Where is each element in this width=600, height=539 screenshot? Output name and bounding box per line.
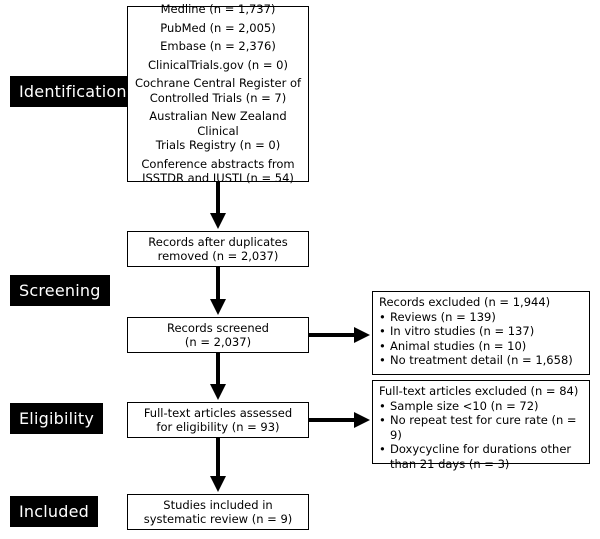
list-item: Sample size <10 (n = 72) (379, 399, 583, 414)
included-line-1: Studies included in (163, 497, 273, 512)
sources-box: Medline (n = 1,737) PubMed (n = 2,005) E… (127, 2, 309, 185)
list-item: In vitro studies (n = 137) (379, 324, 583, 339)
source-pubmed: PubMed (n = 2,005) (160, 20, 276, 35)
after-duplicates-box: Records after duplicates removed (n = 2,… (127, 231, 309, 267)
records-excluded-title: Records excluded (n = 1,944) (379, 295, 551, 309)
records-screened-line-1: Records screened (167, 320, 269, 335)
list-item: No repeat test for cure rate (n = 9) (379, 413, 583, 442)
records-screened-box: Records screened (n = 2,037) (127, 317, 309, 353)
after-duplicates-line-2: removed (n = 2,037) (157, 249, 279, 263)
fulltext-line-2: for eligibility (n = 93) (156, 420, 280, 434)
included-box: Studies included in systematic review (n… (127, 494, 309, 530)
source-medline: Medline (n = 1,737) (160, 2, 276, 17)
source-anzctr: Australian New Zealand Clinical Trials R… (149, 109, 287, 153)
included-line-2: systematic review (n = 9) (143, 512, 293, 526)
list-item: Doxycycline for durations other than 21 … (379, 442, 583, 471)
stage-label-included: Included (10, 496, 98, 527)
fulltext-line-1: Full-text articles assessed (143, 405, 293, 420)
source-conference-abstracts: Conference abstracts from ISSTDR and IUS… (141, 156, 295, 186)
records-screened-line-2: (n = 2,037) (184, 335, 252, 349)
fulltext-excluded-box: Full-text articles excluded (n = 84) Sam… (372, 380, 590, 471)
list-item: No treatment detail (n = 1,658) (379, 353, 583, 368)
stage-label-eligibility: Eligibility (10, 403, 104, 434)
source-clinicaltrials: ClinicalTrials.gov (n = 0) (148, 57, 288, 72)
records-excluded-list: Reviews (n = 139) In vitro studies (n = … (379, 310, 583, 368)
list-item: Animal studies (n = 10) (379, 339, 583, 354)
records-excluded-box: Records excluded (n = 1,944) Reviews (n … (372, 291, 590, 375)
fulltext-assessed-box: Full-text articles assessed for eligibil… (127, 402, 309, 438)
fulltext-excluded-title: Full-text articles excluded (n = 84) (379, 384, 579, 398)
source-cochrane: Cochrane Central Register of Controlled … (134, 76, 302, 105)
list-item: Reviews (n = 139) (379, 310, 583, 325)
stage-label-screening: Screening (10, 275, 110, 306)
fulltext-excluded-list: Sample size <10 (n = 72) No repeat test … (379, 399, 583, 472)
after-duplicates-line-1: Records after duplicates (148, 234, 288, 249)
source-embase: Embase (n = 2,376) (160, 39, 276, 54)
stage-label-identification: Identification (10, 76, 136, 107)
